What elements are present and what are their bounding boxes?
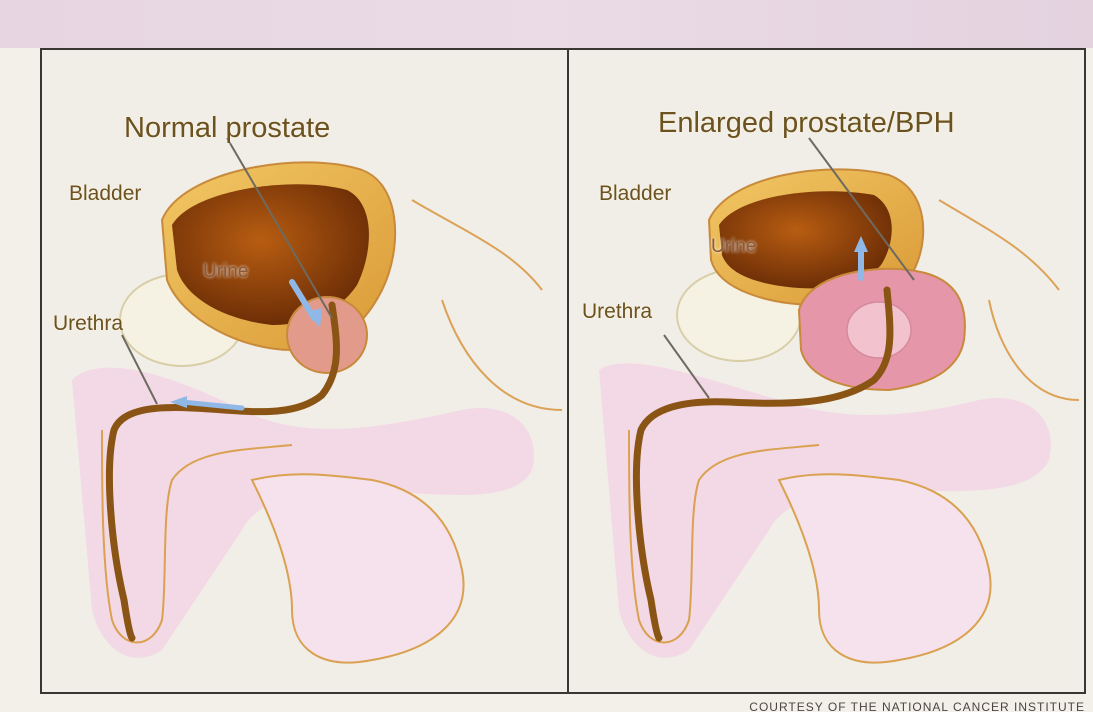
prostate-enlarged-core: [847, 302, 911, 358]
label-urine: Urine: [711, 236, 756, 258]
label-bladder: Bladder: [599, 182, 671, 206]
label-urethra: Urethra: [582, 300, 652, 324]
panel-title-enlarged: Enlarged prostate/BPH: [658, 107, 955, 140]
panel-normal-prostate: Normal prostate Bladder Urine Urethra: [42, 50, 569, 692]
diagram-frame: Normal prostate Bladder Urine Urethra: [40, 48, 1086, 694]
panel-enlarged-prostate: Enlarged prostate/BPH Bladder Urine Uret…: [569, 50, 1084, 692]
enlarged-anatomy-illustration: [569, 50, 1084, 692]
label-urine: Urine: [203, 261, 248, 283]
label-bladder: Bladder: [69, 182, 141, 206]
scrotum-outline: [252, 474, 464, 662]
label-urethra: Urethra: [53, 312, 123, 336]
image-credit: COURTESY OF THE NATIONAL CANCER INSTITUT…: [749, 698, 1085, 712]
scrotum-outline: [779, 474, 991, 662]
panel-title-normal: Normal prostate: [124, 112, 330, 145]
normal-anatomy-illustration: [42, 50, 567, 692]
top-color-band: [0, 0, 1093, 48]
body-contour: [412, 200, 562, 410]
